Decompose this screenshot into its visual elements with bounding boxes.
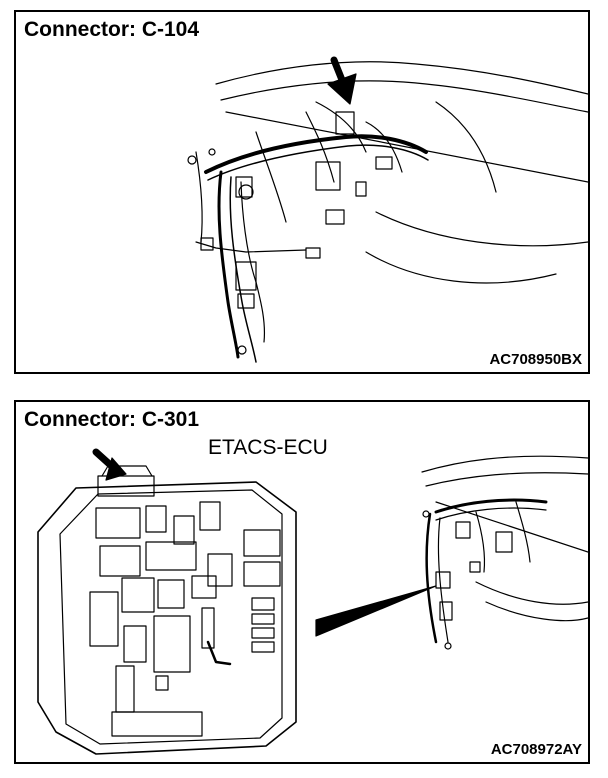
diagram-panel-c301: Connector: C-301 ETACS-ECU <box>14 400 590 764</box>
panel-title: Connector: C-301 <box>24 408 200 431</box>
figure-code: AC708950BX <box>489 351 582 368</box>
panel-title: Connector: C-104 <box>24 18 200 41</box>
etacs-ecu-callout: ETACS-ECU <box>208 436 328 459</box>
diagram-panel-c104: Connector: C-104 <box>14 10 590 374</box>
dashboard-harness-illustration <box>187 56 588 363</box>
etacs-ecu-illustration <box>37 448 588 755</box>
figure-code: AC708972AY <box>490 741 582 758</box>
